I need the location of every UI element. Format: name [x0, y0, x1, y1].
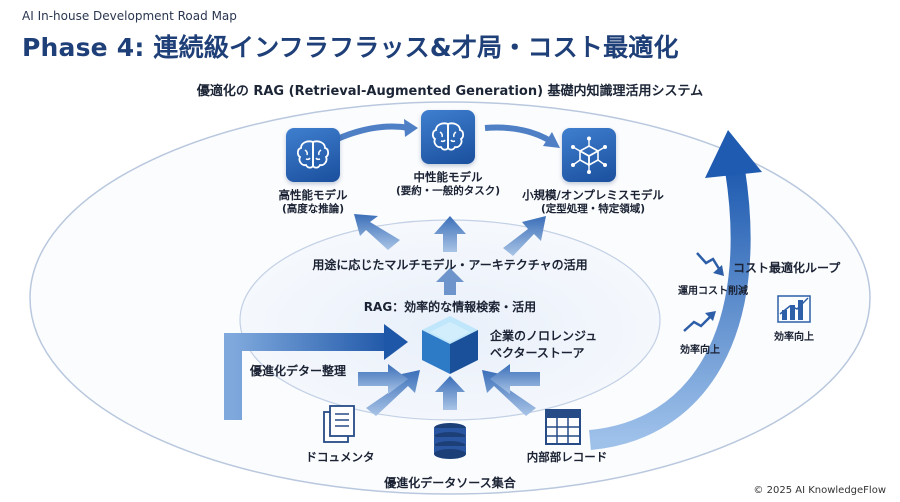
vector-store-line2: ベクターストーア: [490, 346, 585, 361]
efficiency-label-2: 効率向上: [774, 332, 814, 343]
multimodel-text: 用途に応じたマルチモデル・アーキテクチャの活用: [312, 258, 588, 272]
bar-chart-icon: [777, 295, 811, 323]
model-mid-label: 中性能モデル (要約・一般的タスク): [383, 170, 513, 199]
diagram-subtitle: 優適化の RAG (Retrieval-Augmented Generation…: [196, 84, 704, 99]
document-icon: [323, 405, 355, 443]
trend-down-icon: [696, 252, 724, 276]
copyright-text: © 2025 AI KnowledgeFlow: [753, 485, 886, 496]
model-mid-icon-box: [421, 110, 475, 164]
source-arrows: [358, 364, 540, 416]
model-small-detail: (定型処理・特定領域): [540, 202, 646, 215]
vector-store-line1: 企業のノロレンジュ: [490, 329, 598, 343]
model-high-icon-box: [286, 128, 340, 182]
sources-title: 優進化データソース集合: [384, 476, 516, 490]
source-records-label: 内部部レコード: [526, 450, 608, 464]
model-high-detail: (高度な推論): [281, 202, 345, 215]
spreadsheet-icon: [545, 409, 581, 445]
vector-cube: [422, 316, 478, 374]
vector-store-label: 企業のノロレンジュ ベクターストーア: [490, 328, 597, 363]
eyebrow-text: AI In-house Development Road Map: [22, 9, 237, 23]
model-high-name: 高性能モデル: [278, 188, 348, 202]
top-arrow-right: [484, 124, 554, 145]
model-small-icon-box: [562, 128, 616, 182]
cost-cut-label: 運用コスト削減: [678, 286, 748, 297]
model-arrows: [354, 214, 546, 256]
rag-text: RAG：効率的な情報検索・活用: [363, 300, 537, 314]
brain-icon: [431, 122, 465, 151]
model-mid-detail: (要約・一般的タスク): [395, 184, 501, 197]
source-document-label: ドコュメンタ: [305, 450, 375, 464]
cost-loop-arrow: [588, 168, 751, 450]
model-small-name: 小規模/オンプレミスモデル: [522, 188, 664, 202]
cost-loop-title: コスト最適化ループ: [733, 261, 841, 275]
rag-up-arrow: [436, 268, 464, 295]
model-mid-name: 中性能モデル: [413, 170, 483, 184]
data-prep-arrow: [224, 333, 390, 420]
database-icon: [434, 423, 466, 459]
model-high-label: 高性能モデル (高度な推論): [253, 188, 373, 217]
model-small-label: 小規模/オンプレミスモデル (定型処理・特定領域): [508, 188, 678, 217]
top-arrow-left: [333, 123, 411, 143]
brain-icon: [296, 140, 330, 169]
efficiency-label-1: 効率向上: [680, 345, 720, 356]
trend-up-icon: [683, 311, 716, 332]
network-cube-icon: [571, 136, 607, 174]
data-prep-text: 優進化デター整理: [250, 364, 347, 378]
page-title: Phase 4: 連続級インフラフラッス&才局・コスト最適化: [22, 33, 679, 62]
